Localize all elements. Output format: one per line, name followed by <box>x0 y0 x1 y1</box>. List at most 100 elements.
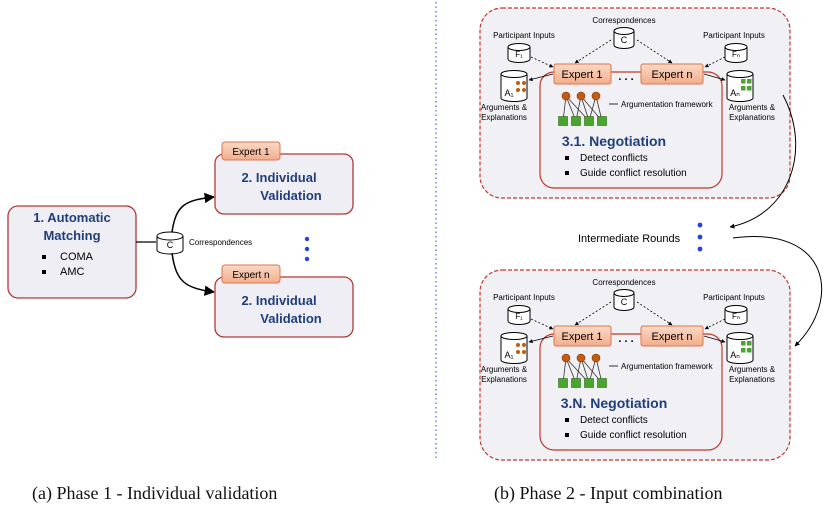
fn-db-icon-body <box>724 309 748 325</box>
negotiation-title: 3.N. Negotiation <box>561 395 668 411</box>
expert-1-box <box>553 63 612 85</box>
f1-to-expert1-line <box>530 318 554 330</box>
fn-db-icon-label: Fₙ <box>732 312 740 321</box>
framework-attack-node <box>571 116 581 126</box>
an-db-icon-label: Aₙ <box>730 88 740 98</box>
phase1: 1. Automatic Matching COMA AMC C Corresp… <box>7 141 354 338</box>
correspondences-db-label: C <box>167 240 174 250</box>
args-label-left-2: Explanations <box>481 375 527 384</box>
argument-square-icon <box>741 341 746 346</box>
f1-db-icon: F₁ <box>507 43 531 63</box>
negotiation-bullet-2: Guide conflict resolution <box>580 168 687 179</box>
args-label-right-2: Explanations <box>729 113 775 122</box>
f1-db-icon-label: F₁ <box>515 50 523 59</box>
correspondences-label: Correspondences <box>592 278 655 287</box>
a1-db-icon-label: A₁ <box>504 88 513 98</box>
fn-db-icon-label: Fₙ <box>732 50 740 59</box>
framework-attack-node <box>558 378 568 388</box>
validation-box-top: Expert 1 2. Individual Validation <box>214 141 354 215</box>
validation-bottom-title-2: Validation <box>260 311 321 326</box>
fn-db-icon: Fₙ <box>724 305 748 325</box>
an-db-icon-body <box>726 74 754 102</box>
argument-dot-icon <box>516 81 520 85</box>
argument-dot-icon <box>522 343 526 347</box>
args-label-right-1: Arguments & <box>729 365 776 374</box>
correspondences-to-expert1-line <box>574 301 612 326</box>
argument-square-icon <box>747 341 752 346</box>
bullet-icon <box>565 171 569 175</box>
arrow-to-validation-top <box>171 192 216 233</box>
args-label-left-1: Arguments & <box>481 365 528 374</box>
fn-db-icon-top <box>724 305 748 313</box>
fn-db-icon-top <box>724 43 748 51</box>
framework-attack-node <box>597 378 607 388</box>
correspondences-db-icon-label: C <box>621 35 628 45</box>
f1-to-expert1-line <box>530 56 554 68</box>
a1-db-icon-top <box>500 332 528 340</box>
argument-dot-icon <box>522 350 526 354</box>
argument-dot-icon <box>516 343 520 347</box>
validation-top-title-1: 2. Individual <box>241 170 316 185</box>
args-label-right-1: Arguments & <box>729 103 776 112</box>
a1-db-icon-label: A₁ <box>504 350 513 360</box>
intermediate-rounds-label: Intermediate Rounds <box>578 233 681 245</box>
args-label-right-2: Explanations <box>729 375 775 384</box>
arrow-to-validation-bottom <box>171 252 216 296</box>
framework-attack-node <box>558 116 568 126</box>
framework-attack-node <box>584 116 594 126</box>
framework-attack-node <box>584 378 594 388</box>
experts-ellipsis: . . . <box>618 71 633 83</box>
correspondences-db-icon-body <box>613 293 635 311</box>
negotiation-bullet-1: Detect conflicts <box>580 415 648 426</box>
f1-db-icon-body <box>507 47 531 63</box>
correspondences-label: Correspondences <box>189 238 252 247</box>
argument-square-icon <box>747 79 752 84</box>
automatic-matching-title-2: Matching <box>43 228 100 243</box>
argument-dot-icon <box>516 88 520 92</box>
an-db-icon-top <box>726 70 754 78</box>
correspondences-db-icon: C <box>156 231 184 255</box>
feedback-arrow-2 <box>732 236 823 347</box>
f1-db-icon-top <box>507 43 531 51</box>
framework-argument-node <box>561 353 571 363</box>
caption-phase2: (b) Phase 2 - Input combination <box>494 483 723 503</box>
expert-1-tag <box>221 141 281 161</box>
correspondences-db-icon-top <box>613 27 635 35</box>
argument-square-icon <box>741 86 746 91</box>
bullet-icon <box>565 418 569 422</box>
caption-phase1: (a) Phase 1 - Individual validation <box>32 483 278 503</box>
participant-inputs-label-left: Participant Inputs <box>493 293 555 302</box>
expert-1-label: Expert 1 <box>562 69 603 81</box>
correspondences-db-icon: C <box>613 27 635 49</box>
a1-db-icon-body <box>500 336 528 364</box>
expert-n-tag <box>221 264 281 284</box>
ellipsis-dot-icon <box>697 222 703 228</box>
correspondences-to-expertn-line <box>636 39 673 64</box>
f1-db-icon-body <box>507 309 531 325</box>
argument-dot-icon <box>522 88 526 92</box>
an-db-icon-label: Aₙ <box>730 350 740 360</box>
expert1-to-a1-line <box>528 335 554 344</box>
args-label-left-1: Arguments & <box>481 103 528 112</box>
ellipsis-dot-icon <box>304 246 310 252</box>
validation-top-title-2: Validation <box>260 188 321 203</box>
expert-n-box <box>640 325 704 347</box>
f1-db-icon: F₁ <box>507 305 531 325</box>
automatic-matching-box: 1. Automatic Matching COMA AMC <box>7 205 137 299</box>
expertn-to-an-line <box>703 335 726 343</box>
ellipsis-dot-icon <box>697 246 703 252</box>
expert-n-label: Expert n <box>652 69 693 81</box>
argument-dot-icon <box>516 350 520 354</box>
argument-square-icon <box>741 79 746 84</box>
framework-attack-node <box>597 116 607 126</box>
bullet-icon <box>565 156 569 160</box>
an-db-icon-body <box>726 336 754 364</box>
bullet-icon <box>42 255 46 259</box>
validation-box-bottom: Expert n 2. Individual Validation <box>214 264 354 338</box>
an-db-icon-top <box>726 332 754 340</box>
matcher-amc: AMC <box>60 266 85 278</box>
ellipsis-dot-icon <box>304 256 310 262</box>
